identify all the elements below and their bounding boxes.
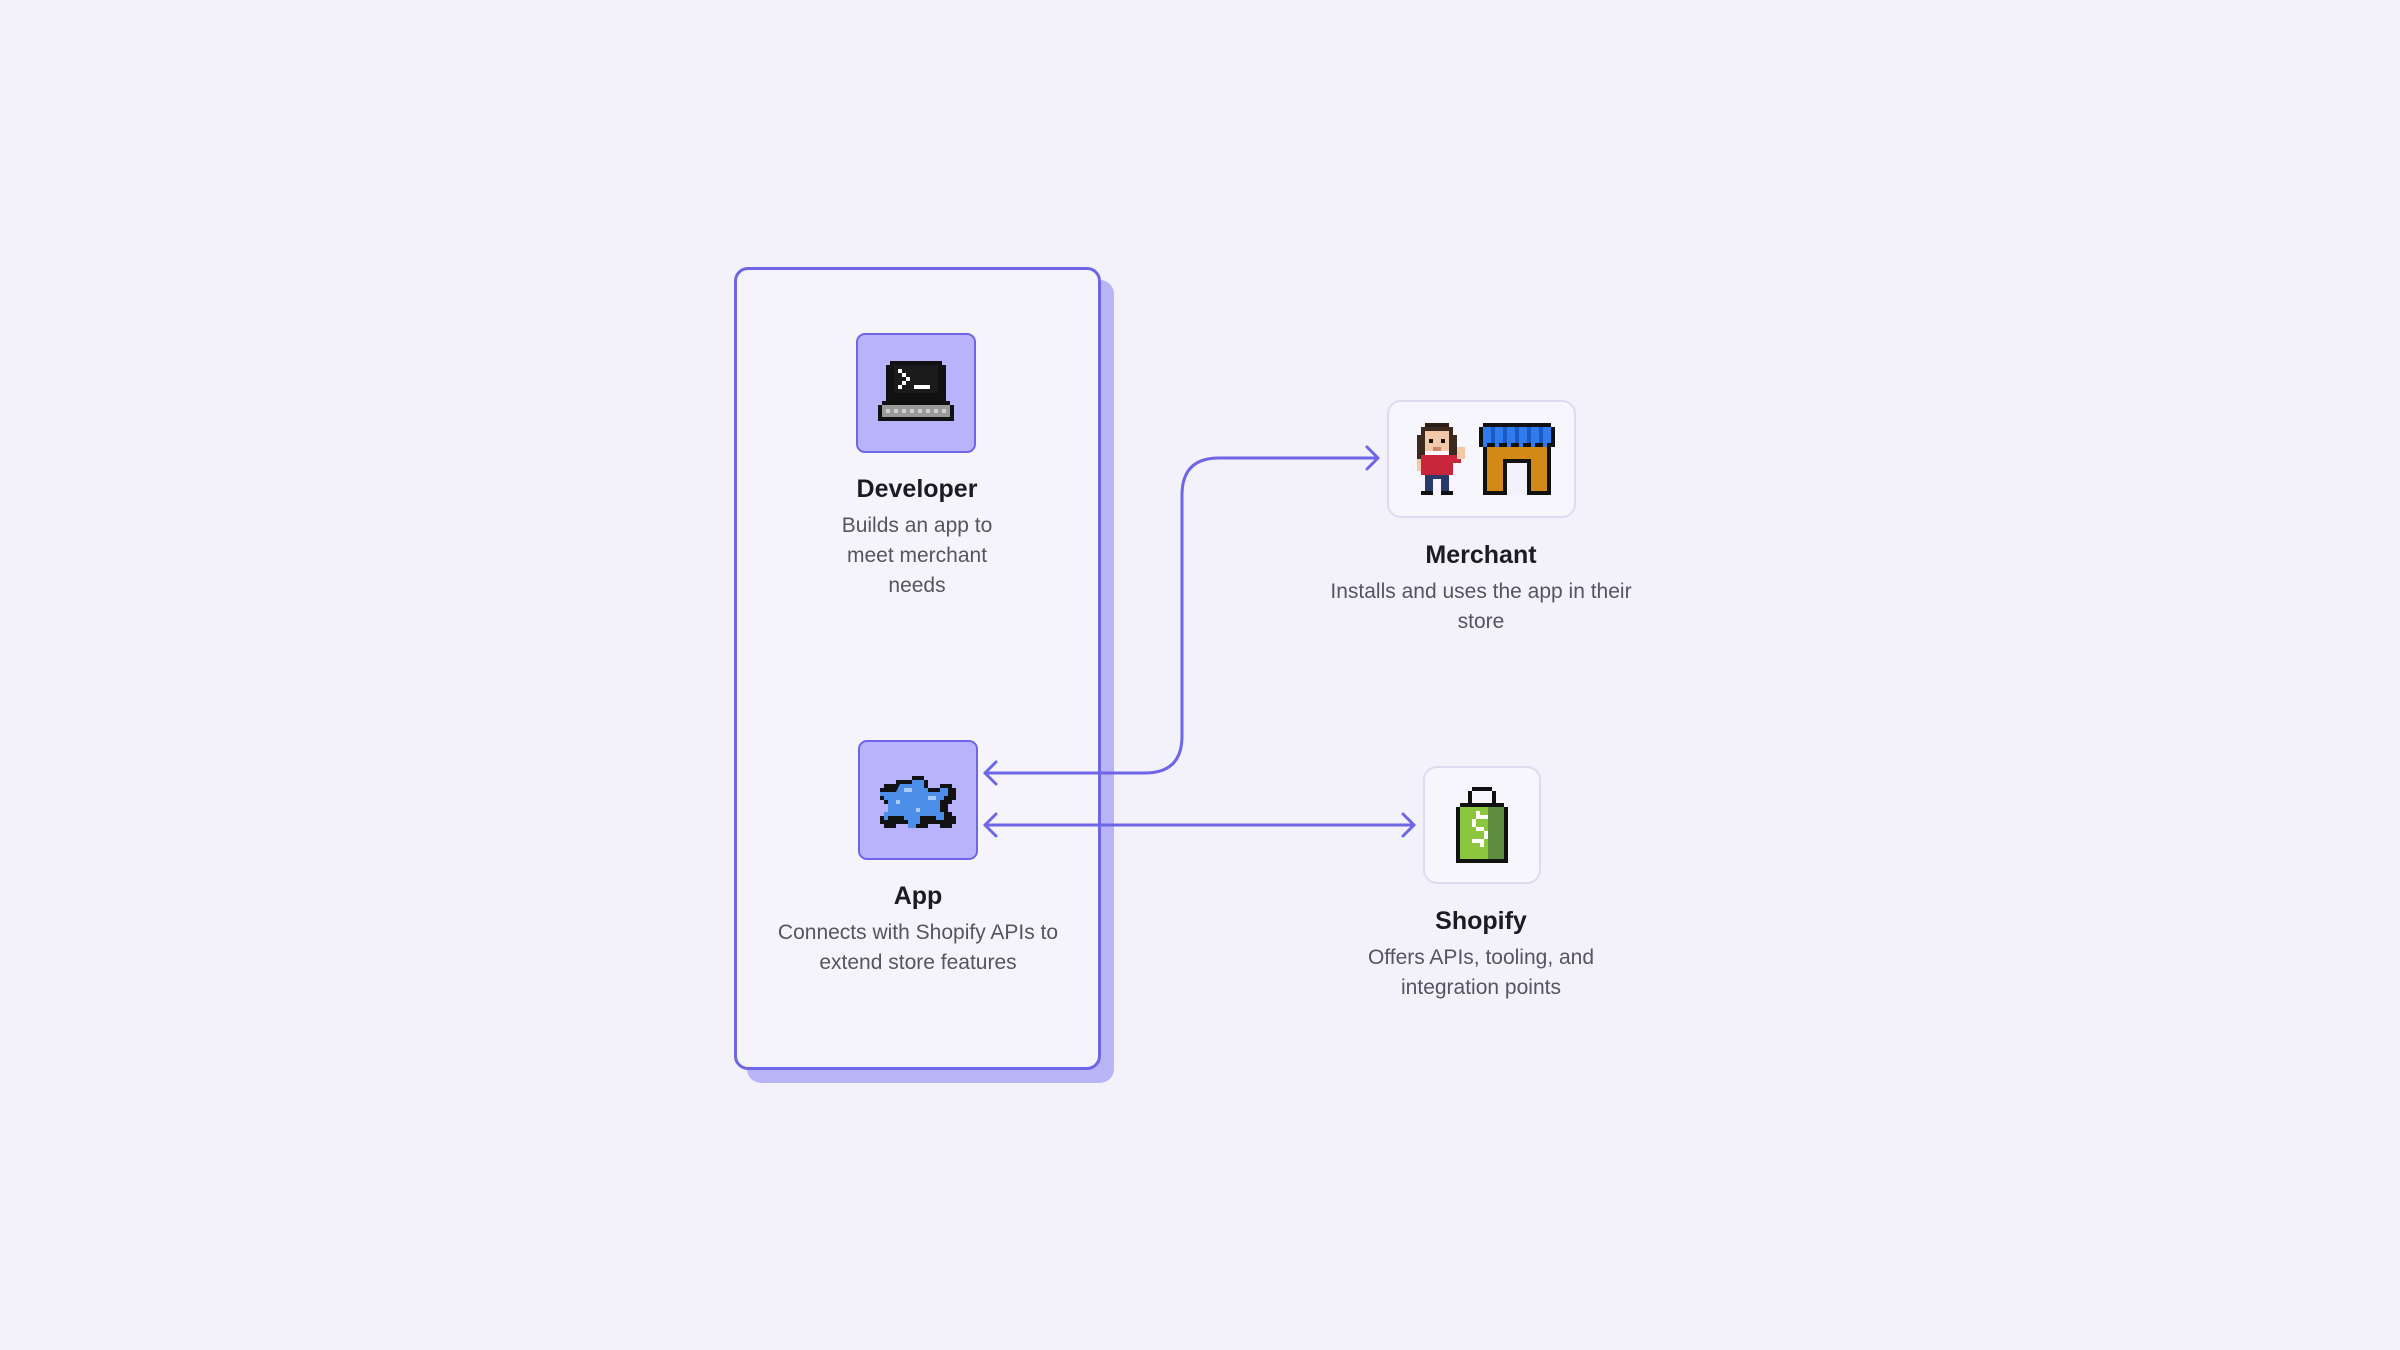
arrowhead-app-merchant-left xyxy=(983,760,998,786)
shopify-label: Shopify Offers APIs, tooling, and integr… xyxy=(1321,905,1641,1003)
arrowhead-app-shopify-left xyxy=(983,812,998,838)
connector-app-merchant xyxy=(983,456,1380,775)
app-label: App Connects with Shopify APIs to extend… xyxy=(758,880,1078,978)
arrowhead-app-merchant-right xyxy=(1365,445,1380,471)
merchant-description: Installs and uses the app in their store xyxy=(1330,580,1632,633)
developer-description: Builds an app to meet merchant needs xyxy=(841,514,993,597)
app-description: Connects with Shopify APIs to extend sto… xyxy=(777,921,1059,974)
developer-label: Developer Builds an app to meet merchant… xyxy=(757,473,1077,601)
app-icon-tile xyxy=(858,740,978,860)
shopify-bag-icon xyxy=(1456,787,1508,863)
terminal-laptop-icon xyxy=(878,361,954,421)
arrowhead-app-shopify-right xyxy=(1401,812,1416,838)
merchant-label: Merchant Installs and uses the app in th… xyxy=(1321,539,1641,637)
merchant-title: Merchant xyxy=(1425,541,1537,569)
shopify-title: Shopify xyxy=(1435,907,1527,935)
puzzle-piece-icon xyxy=(880,776,956,828)
merchant-person-icon xyxy=(1416,423,1465,495)
storefront-icon xyxy=(1478,423,1555,495)
developer-icon-tile xyxy=(856,333,976,453)
shopify-icon-tile xyxy=(1423,766,1541,884)
merchant-icon-tile xyxy=(1387,400,1576,518)
app-title: App xyxy=(893,882,943,910)
developer-title: Developer xyxy=(856,475,978,503)
shopify-description: Offers APIs, tooling, and integration po… xyxy=(1367,946,1595,999)
